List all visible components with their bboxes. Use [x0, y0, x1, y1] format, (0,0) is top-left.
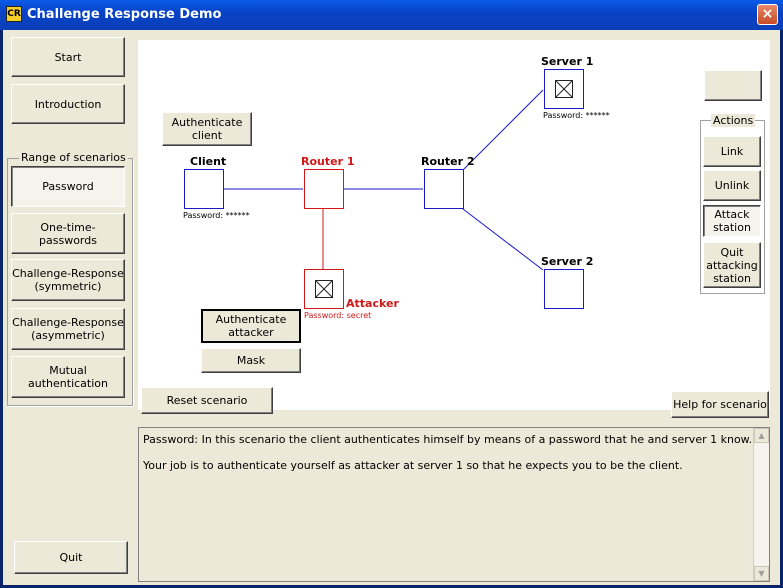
- actions-group-label: Actions: [711, 114, 756, 127]
- link-router2-server2[interactable]: [462, 208, 544, 271]
- authenticate-client-button[interactable]: Authenticate client: [162, 112, 252, 146]
- scroll-down-icon[interactable]: ▼: [754, 566, 769, 581]
- router2-label: Router 2: [421, 155, 475, 168]
- scenarios-group-label: Range of scenarios: [19, 151, 128, 164]
- client-label: Client: [190, 155, 227, 168]
- description-line-1: Password: In this scenario the client au…: [143, 433, 753, 446]
- network-links: [223, 89, 544, 271]
- start-button[interactable]: Start: [11, 37, 125, 77]
- client-password: Password: ******: [183, 211, 250, 220]
- window-title: Challenge Response Demo: [27, 7, 222, 22]
- router1-label: Router 1: [301, 155, 355, 168]
- server1-node[interactable]: [544, 69, 584, 109]
- server1-compromised-icon: [555, 80, 573, 98]
- scenario-password-button[interactable]: Password: [11, 166, 125, 207]
- description-line-2: Your job is to authenticate yourself as …: [143, 459, 683, 472]
- attacker-node[interactable]: [304, 269, 344, 309]
- router1-node[interactable]: [304, 169, 344, 209]
- authenticate-attacker-button[interactable]: Authenticate attacker: [201, 309, 301, 343]
- title-bar[interactable]: CR Challenge Response Demo ×: [0, 0, 783, 30]
- scenario-cr-asymmetric-button[interactable]: Challenge-Response (asymmetric): [11, 308, 125, 350]
- quit-attacking-station-button[interactable]: Quit attacking station: [703, 242, 761, 288]
- attacker-label: Attacker: [346, 297, 399, 310]
- quit-button[interactable]: Quit: [14, 541, 128, 574]
- router2-node[interactable]: [424, 169, 464, 209]
- scroll-up-icon[interactable]: ▲: [754, 428, 769, 443]
- scenario-cr-symmetric-button[interactable]: Challenge-Response (symmetric): [11, 259, 125, 301]
- scenario-description[interactable]: Password: In this scenario the client au…: [138, 427, 770, 582]
- attacker-station-icon: [315, 280, 333, 298]
- reset-scenario-button[interactable]: Reset scenario: [141, 387, 273, 414]
- unlink-button[interactable]: Unlink: [703, 170, 761, 201]
- link-router2-server1[interactable]: [462, 89, 544, 171]
- vertical-scrollbar[interactable]: ▲ ▼: [753, 428, 769, 581]
- client-area: Start Introduction Range of scenarios Pa…: [3, 30, 780, 585]
- help-for-scenario-button[interactable]: Help for scenario: [671, 391, 769, 418]
- scenario-otp-button[interactable]: One-time-passwords: [11, 213, 125, 254]
- server2-label: Server 2: [541, 255, 594, 268]
- attack-station-button[interactable]: Attack station: [703, 205, 761, 237]
- server1-password: Password: ******: [543, 111, 610, 120]
- close-button[interactable]: ×: [757, 4, 778, 25]
- introduction-button[interactable]: Introduction: [11, 84, 125, 124]
- app-icon: CR: [6, 6, 22, 22]
- scenario-mutual-auth-button[interactable]: Mutual authentication: [11, 356, 125, 398]
- client-node[interactable]: [184, 169, 224, 209]
- link-button[interactable]: Link: [703, 136, 761, 167]
- attacker-password: Password: secret: [304, 311, 372, 320]
- mask-button[interactable]: Mask: [201, 348, 301, 373]
- network-canvas: Authenticate client Client Password: ***…: [138, 40, 770, 410]
- server1-label: Server 1: [541, 55, 594, 68]
- server2-node[interactable]: [544, 269, 584, 309]
- blank-action-button[interactable]: [704, 70, 762, 101]
